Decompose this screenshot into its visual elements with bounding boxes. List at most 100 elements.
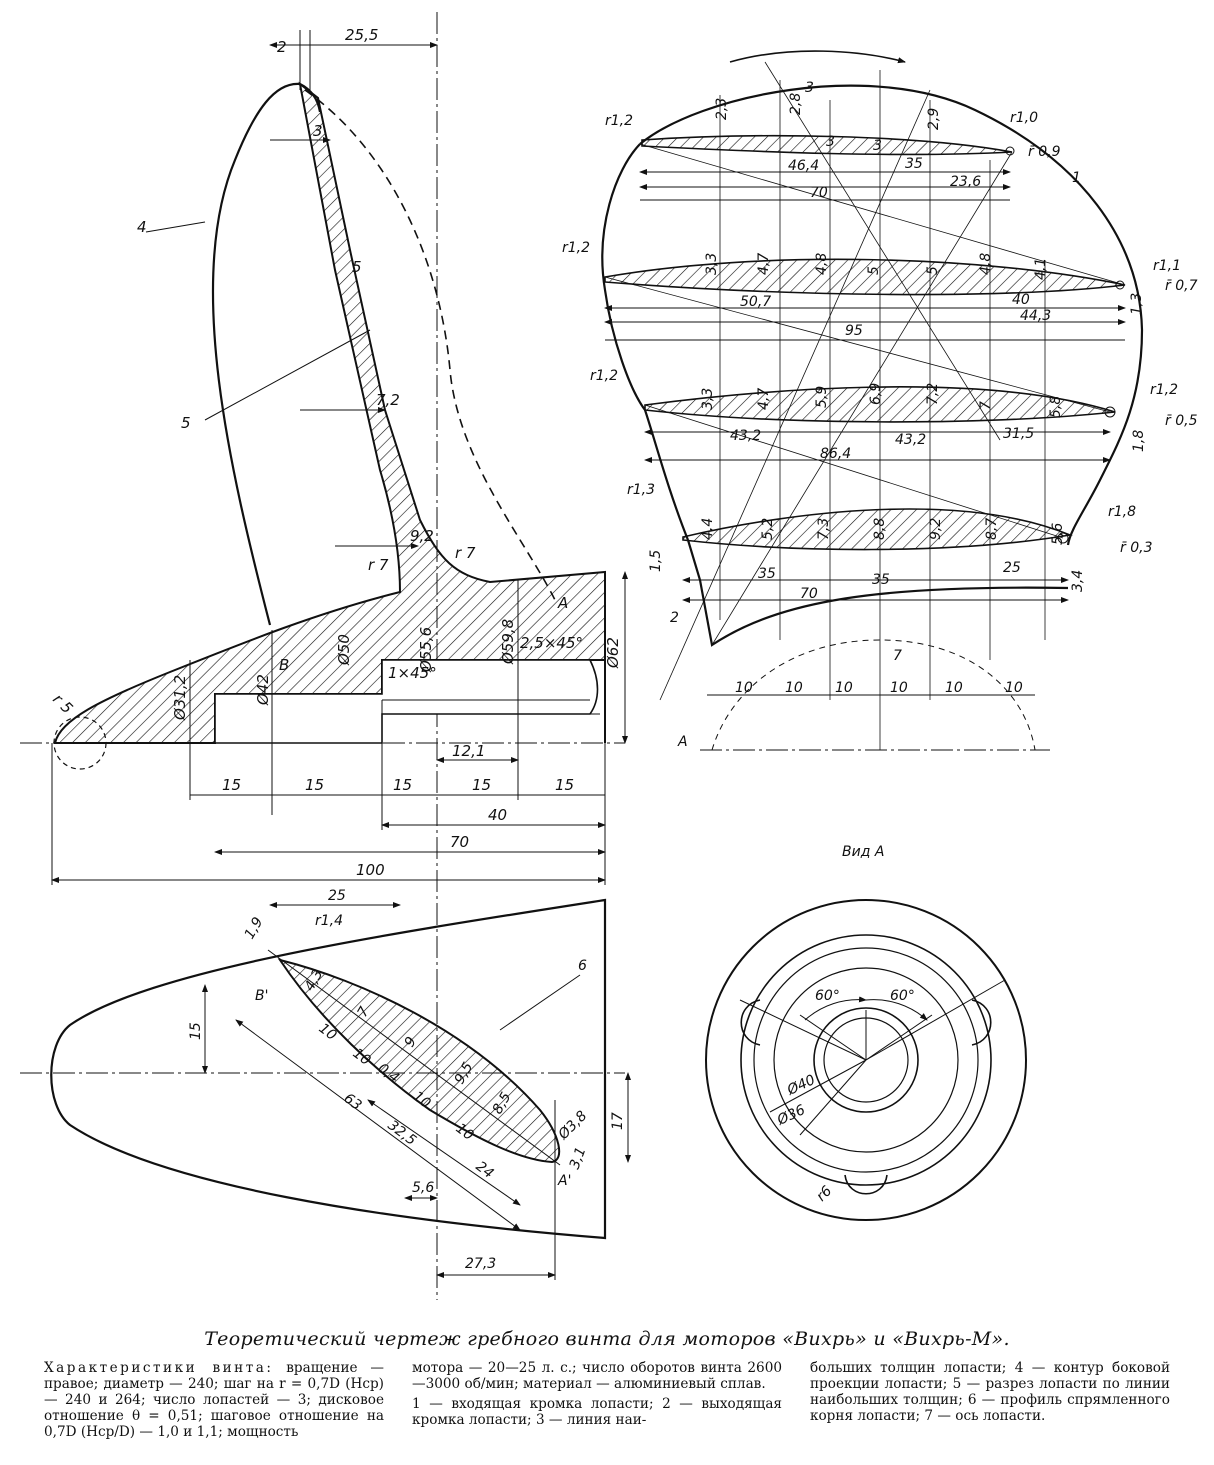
dim-40: 40 bbox=[488, 806, 507, 824]
label-cut-a: A bbox=[677, 734, 688, 750]
blade-sections bbox=[601, 50, 1144, 751]
axis-step-4: 10 bbox=[945, 680, 963, 696]
edge-r-7: r1,3 bbox=[627, 482, 655, 498]
text-col2-p2: 1 — входящая кромка лопасти; 2 — выходящ… bbox=[412, 1396, 782, 1428]
dim-t7-2: 7,2 bbox=[376, 391, 400, 409]
dim-25: 25 bbox=[328, 888, 346, 904]
t07-0: 3,3 bbox=[704, 253, 720, 275]
dim-15-a: 15 bbox=[222, 776, 241, 794]
dim-12-1: 12,1 bbox=[452, 742, 485, 760]
label-b-prime: B' bbox=[255, 988, 268, 1004]
dim-15-c: 15 bbox=[393, 776, 412, 794]
hub-outline bbox=[50, 898, 607, 1240]
d03-3: 70 bbox=[800, 586, 818, 602]
label-4: 4 bbox=[137, 218, 147, 236]
edge-r-3: r1,2 bbox=[562, 240, 590, 256]
dim-1-9: 1,9 bbox=[242, 915, 267, 942]
axis-step-0: 10 bbox=[735, 680, 753, 696]
t07-2: 4,8 bbox=[814, 253, 830, 275]
d05-1: 43,2 bbox=[895, 432, 926, 448]
axis-step-3: 10 bbox=[890, 680, 908, 696]
t05-0: 3,3 bbox=[700, 388, 716, 410]
label-6: 6 bbox=[578, 958, 587, 974]
t05-5: 7 bbox=[978, 401, 994, 410]
t03-6: 5,6 bbox=[1050, 523, 1066, 545]
side-view-labels: 4 5 2 25,5 3 5 7,2 9,2 r 7 r 7 r 5 Ø31,2… bbox=[49, 26, 622, 879]
root-profile bbox=[20, 898, 631, 1280]
label-a-prime: A' bbox=[557, 1173, 571, 1189]
d07-2: 44,3 bbox=[1020, 308, 1051, 324]
t09-1: 2,8 bbox=[788, 93, 804, 115]
t09-4: 2,9 bbox=[926, 108, 942, 130]
label-point-a: A bbox=[557, 594, 568, 612]
text-column-3: больших толщин лопасти; 4 — контур боков… bbox=[810, 1360, 1170, 1428]
dim-r5: r 5 bbox=[49, 690, 76, 717]
figure-caption: Теоретический чертеж гребного винта для … bbox=[204, 1328, 1010, 1350]
d07-1: 40 bbox=[1012, 292, 1030, 308]
t07-7: 1,3 bbox=[1129, 293, 1145, 315]
text-column-2: мотора — 20—25 л. с.; число оборотов вин… bbox=[412, 1360, 782, 1432]
view-a bbox=[705, 899, 1027, 1221]
dim-t5: 5 bbox=[352, 258, 362, 276]
dim-r7-left: r 7 bbox=[368, 556, 389, 574]
dim-100: 100 bbox=[356, 861, 385, 879]
label-5: 5 bbox=[181, 414, 191, 432]
angle-60-left: 60° bbox=[815, 988, 840, 1004]
t03-5: 8,7 bbox=[984, 518, 1000, 540]
t07-1: 4,7 bbox=[756, 253, 772, 275]
blade-section-labels: 1 2 3 7 A r̄ 0,9 r̄ 0,7 r̄ 0,5 r̄ 0,3 r1… bbox=[562, 80, 1198, 750]
dim-r1-4: r1,4 bbox=[315, 913, 343, 929]
label-7: 7 bbox=[893, 648, 902, 664]
dim-24: 24 bbox=[473, 1158, 497, 1182]
dim-15-d: 15 bbox=[472, 776, 491, 794]
t03-8: 3,4 bbox=[1070, 570, 1086, 592]
dim-d59-8: Ø59,8 bbox=[499, 619, 517, 665]
d07-0: 50,7 bbox=[740, 294, 771, 310]
dim-27-3: 27,3 bbox=[465, 1256, 496, 1272]
dim-d55-6: Ø55,6 bbox=[417, 627, 435, 673]
dim-32-5: 32,5 bbox=[385, 1117, 420, 1149]
radius-r03: r̄ 0,3 bbox=[1120, 540, 1152, 556]
d07-3: 95 bbox=[845, 323, 863, 339]
t05-3: 6,9 bbox=[868, 383, 884, 405]
angle-60-right: 60° bbox=[890, 988, 915, 1004]
t03-4: 9,2 bbox=[928, 518, 944, 540]
text-column-1: Характеристики винта: вращение — правое;… bbox=[44, 1360, 384, 1444]
edge-r-5: r1,2 bbox=[590, 368, 618, 384]
t07-6: 4,1 bbox=[1033, 258, 1049, 280]
t07-5: 4,8 bbox=[978, 253, 994, 275]
t05-2: 5,9 bbox=[814, 386, 830, 408]
d09-3: 23,6 bbox=[950, 174, 981, 190]
dim-15: 15 bbox=[188, 1022, 204, 1040]
dim-63: 63 bbox=[341, 1090, 365, 1114]
edge-r-2: r1,0 bbox=[1010, 110, 1038, 126]
axis-step-1: 10 bbox=[785, 680, 803, 696]
t03-0: 4,4 bbox=[700, 518, 716, 540]
t09-2: 3 bbox=[826, 134, 835, 150]
d09-1: 35 bbox=[905, 156, 923, 172]
t05-7: 1,8 bbox=[1131, 430, 1147, 452]
dim-5-6: 5,6 bbox=[412, 1180, 434, 1196]
t07-4: 5 bbox=[925, 266, 941, 275]
dim-d31-2: Ø31,2 bbox=[171, 675, 189, 721]
blade-side-contour bbox=[211, 82, 322, 626]
edge-r-4: r1,1 bbox=[1153, 258, 1181, 274]
dim-t9-2: 9,2 bbox=[410, 527, 434, 545]
dim-d36: Ø36 bbox=[774, 1102, 808, 1129]
label-2: 2 bbox=[670, 610, 679, 626]
dim-r7-right: r 7 bbox=[455, 544, 476, 562]
side-view bbox=[20, 12, 628, 1300]
characteristics-body: вращение — правое; диаметр — 240; шаг на… bbox=[44, 1360, 384, 1440]
d03-2: 25 bbox=[1003, 560, 1021, 576]
text-col2-p1: мотора — 20—25 л. с.; число оборотов вин… bbox=[412, 1360, 782, 1392]
dim-top-25-5: 25,5 bbox=[345, 26, 378, 44]
d03-0: 35 bbox=[758, 566, 776, 582]
view-a-labels: Вид А 60° 60° Ø40 Ø36 r6 bbox=[774, 844, 915, 1205]
characteristics-heading: Характеристики винта: bbox=[44, 1360, 274, 1376]
dim-d50: Ø50 bbox=[335, 634, 353, 666]
radius-r07: r̄ 0,7 bbox=[1165, 278, 1198, 294]
dim-15-e: 15 bbox=[555, 776, 574, 794]
dim-r6: r6 bbox=[814, 1183, 836, 1205]
t05-1: 4,7 bbox=[756, 388, 772, 410]
dim-15-b: 15 bbox=[305, 776, 324, 794]
